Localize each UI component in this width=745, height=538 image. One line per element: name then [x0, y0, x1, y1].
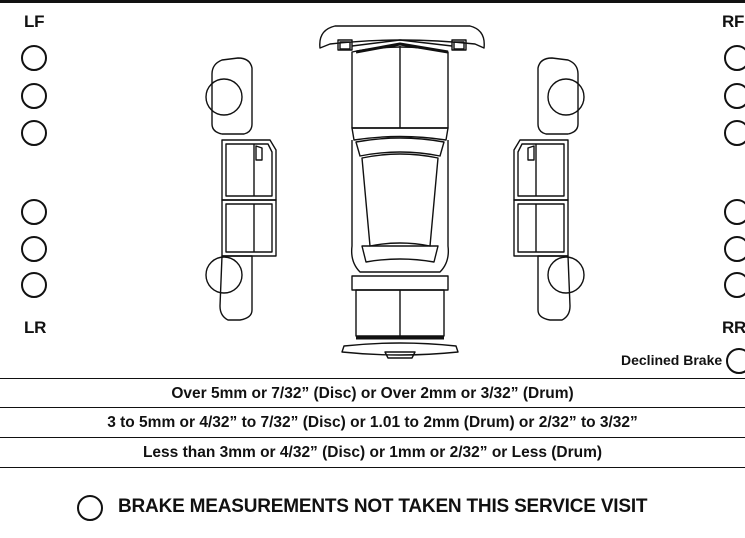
lr-check-circle-2[interactable]: [21, 236, 47, 262]
declined-brake-label: Declined Brake: [621, 352, 723, 368]
lf-check-circle-1[interactable]: [21, 45, 47, 71]
vehicle-outline-diagram: [205, 25, 585, 359]
legend-row-good: Over 5mm or 7/32” (Disc) or Over 2mm or …: [0, 378, 745, 408]
legend-row-replace: Less than 3mm or 4/32” (Disc) or 1mm or …: [0, 438, 745, 468]
rr-check-circle-1[interactable]: [724, 199, 745, 225]
rr-check-circle-2[interactable]: [724, 236, 745, 262]
corner-label-rf: RF: [722, 12, 745, 31]
rf-check-circle-3[interactable]: [724, 120, 745, 146]
legend-row-caution: 3 to 5mm or 4/32” to 7/32” (Disc) or 1.0…: [0, 408, 745, 438]
not-taken-notice: BRAKE MEASUREMENTS NOT TAKEN THIS SERVIC…: [118, 496, 648, 517]
lf-check-circle-2[interactable]: [21, 83, 47, 109]
rr-check-circle-3[interactable]: [724, 272, 745, 298]
declined-brake-circle[interactable]: [726, 348, 745, 374]
not-taken-check-circle[interactable]: [77, 495, 103, 521]
lr-check-circle-1[interactable]: [21, 199, 47, 225]
left-side-vehicle: [205, 57, 277, 321]
lr-check-circle-3[interactable]: [21, 272, 47, 298]
rf-check-circle-2[interactable]: [724, 83, 745, 109]
corner-label-rr: RR: [722, 318, 745, 337]
top-border: [0, 0, 745, 3]
corner-label-lr: LR: [24, 318, 47, 337]
corner-label-lf: LF: [24, 12, 45, 31]
lf-check-circle-3[interactable]: [21, 120, 47, 146]
rf-check-circle-1[interactable]: [724, 45, 745, 71]
right-side-vehicle: [513, 57, 585, 321]
top-view-vehicle: [319, 25, 485, 359]
